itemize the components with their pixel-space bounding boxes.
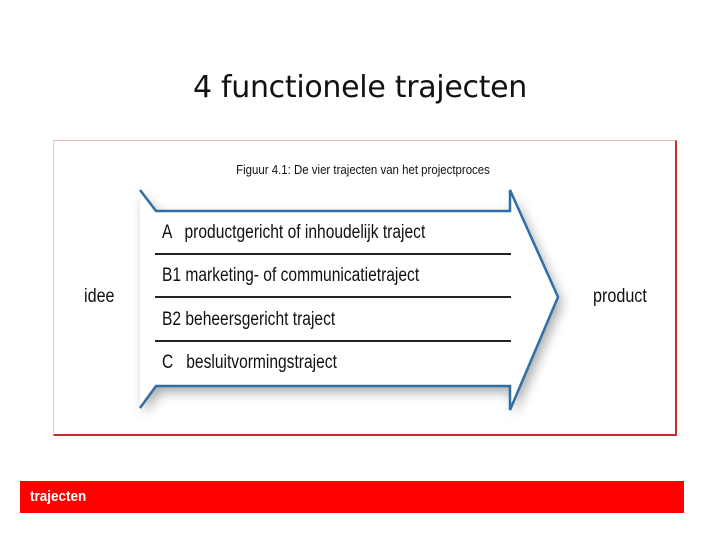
row-a-label: A productgericht of inhoudelijk traject bbox=[162, 222, 426, 243]
footer-bar: trajecten bbox=[20, 481, 684, 513]
figure-caption: Figuur 4.1: De vier trajecten van het pr… bbox=[236, 162, 490, 177]
row-b1-label: B1 marketing- of communicatietraject bbox=[162, 265, 420, 286]
slide-title: 4 functionele trajecten bbox=[192, 70, 528, 105]
start-label: idee bbox=[84, 286, 115, 307]
row-c-label: C besluitvormingstraject bbox=[162, 352, 337, 373]
row-b2-label: B2 beheersgericht traject bbox=[162, 309, 336, 330]
footer-label: trajecten bbox=[30, 488, 87, 505]
end-label: product bbox=[593, 286, 647, 307]
